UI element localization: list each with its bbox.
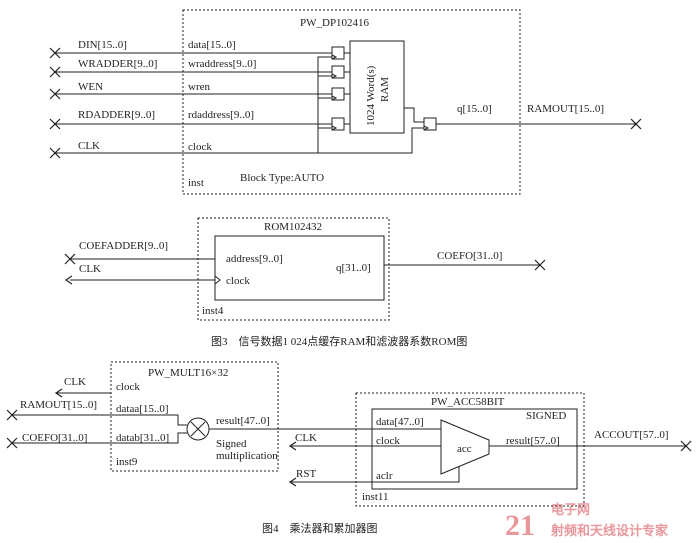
ram-internal-wires [183,52,424,154]
watermark-logo: 21 电子网 射频和天线设计专家 [505,502,669,542]
rom-port-clock: clock [226,275,250,287]
acc-block-border [355,392,585,507]
ram-inst-label: inst [188,177,204,189]
acc-port-aclr: aclr [376,470,393,482]
ram-register-clock-marks [331,54,338,131]
rom-port-address: address[9..0] [226,253,283,265]
ram-port-wraddress: wraddress[9..0] [188,58,256,70]
mult-port-clock: clock [116,381,140,393]
svg-text:电子网: 电子网 [551,502,590,517]
signal-ramout-in: RAMOUT[15..0] [20,399,97,411]
acc-port-clock: clock [376,435,400,447]
acc-external-wires [290,445,686,483]
acc-adder-symbol [440,419,490,475]
rom-block-border [197,217,390,321]
signal-din: DIN[15..0] [78,39,127,51]
mult-port-dataa: dataa[15..0] [116,403,169,415]
ram-block-title: PW_DP102416 [300,17,370,29]
acc-block: PW_ACC58BIT SIGNED data[47..0] clock acl… [355,392,585,507]
mult-note-signed: Signed [216,438,247,450]
acc-signed-label: SIGNED [526,410,566,422]
rom-block: ROM102432 address[9..0] clock q[31..0] i… [197,217,390,321]
svg-text:21: 21 [505,509,535,542]
caption-figure-4: 图4 乘法器和累加器图 [262,521,378,535]
signal-ramout: RAMOUT[15..0] [527,103,604,115]
rom-core [214,235,385,301]
signal-accout: ACCOUT[57..0] [594,429,669,441]
multiplier-cross-b [190,421,206,437]
rom-pin-markers [64,253,546,285]
ram-core [349,40,405,134]
ram-core-type: RAM [379,77,391,102]
ram-pin-markers [49,47,642,159]
signal-clk-mult: CLK [64,376,86,388]
ram-output-register [423,117,437,131]
ram-port-clock: clock [188,141,212,153]
acc-port-data: data[47..0] [376,416,424,428]
acc-block-title: PW_ACC58BIT [431,396,505,408]
ram-block-type: Block Type:AUTO [240,172,324,184]
ram-input-registers [331,46,345,131]
rom-block-title: ROM102432 [264,221,322,233]
ram-port-rdaddress: rdaddress[9..0] [188,109,254,121]
mult-port-result: result[47..0] [216,415,270,427]
signal-coefadder: COEFADDER[9..0] [79,240,168,252]
signal-rst: RST [296,468,316,480]
acc-pin-markers [288,440,692,487]
ram-port-q: q[15..0] [457,103,492,115]
rom-port-q: q[31..0] [336,262,371,274]
rom-clock-mark [214,275,221,285]
signal-coefo-in: COEFO[31..0] [22,432,87,444]
ram-core-label: 1024 Word(s) [365,65,377,126]
signal-rdadder: RDADDER[9..0] [78,109,155,121]
mult-inst-label: inst9 [116,456,138,468]
acc-inst-label: inst11 [362,491,389,503]
mult-port-datab: datab[31..0] [116,432,169,444]
signal-coefo: COEFO[31..0] [437,250,502,262]
signal-wradder: WRADDER[9..0] [78,58,157,70]
mult-note-multiplication: multiplication [216,450,278,462]
ram-block: PW_DP102416 data[15..0] wraddress[9..0] … [182,9,521,195]
ram-port-data: data[15..0] [188,39,236,51]
mult-internal-wires [111,414,278,444]
mult-block-border [110,361,279,472]
ram-port-wren: wren [188,81,210,93]
mult-pin-markers [6,388,63,449]
signal-clk-rom: CLK [79,263,101,275]
mult-block: PW_MULT16×32 clock dataa[15..0] datab[31… [110,361,279,472]
svg-text:射频和天线设计专家: 射频和天线设计专家 [550,523,669,538]
acc-port-result: result[57..0] [506,435,560,447]
ram-block-border [182,9,521,195]
signal-clk-acc: CLK [295,432,317,444]
signal-clk-ram: CLK [78,140,100,152]
acc-core-label: acc [457,443,472,455]
rom-external-wires [70,258,540,281]
caption-figure-3: 图3 信号数据1 024点缓存RAM和滤波器系数ROM图 [211,334,467,348]
rom-inst-label: inst4 [202,305,224,317]
mult-block-title: PW_MULT16×32 [148,367,228,379]
ram-output-register-clock [423,125,430,131]
acc-internal-wires [372,428,577,483]
signal-wen: WEN [78,81,103,93]
ram-external-wires [55,52,636,154]
